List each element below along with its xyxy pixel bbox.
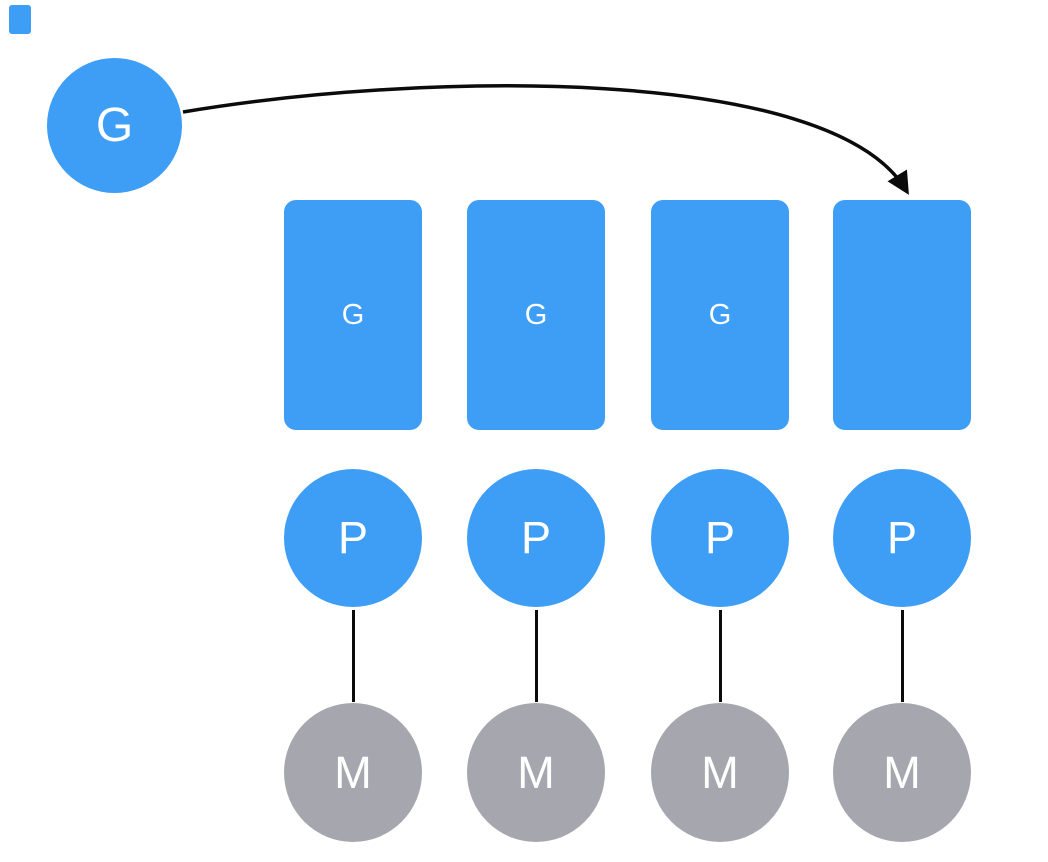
node-p-1: P bbox=[284, 469, 422, 607]
node-p-2-label: P bbox=[520, 512, 551, 563]
node-m-1-label: M bbox=[334, 746, 372, 798]
node-p-1-label: P bbox=[337, 512, 368, 563]
node-p-2: P bbox=[467, 469, 605, 607]
edge-p1-m1 bbox=[351, 610, 355, 702]
node-m-4: M bbox=[833, 703, 971, 842]
node-rect-2-label: G bbox=[524, 298, 548, 331]
edge-p2-m2 bbox=[534, 610, 538, 702]
node-m-2: M bbox=[467, 703, 605, 842]
node-p-4-label: P bbox=[886, 512, 917, 563]
curved-arrow-line bbox=[182, 84, 909, 195]
node-rect-3-label: G bbox=[708, 298, 732, 331]
node-rect-1: G bbox=[284, 200, 422, 430]
node-m-2-label: M bbox=[517, 746, 555, 798]
node-p-3-label: P bbox=[704, 512, 735, 563]
node-rect-3: G bbox=[651, 200, 789, 430]
node-m-3: M bbox=[651, 703, 789, 842]
corner-mark bbox=[9, 5, 31, 34]
node-g-root-label: G bbox=[95, 99, 134, 152]
node-m-3-label: M bbox=[701, 746, 739, 798]
edge-p3-m3 bbox=[718, 610, 722, 702]
node-m-4-label: M bbox=[883, 746, 921, 798]
node-rect-4 bbox=[833, 200, 971, 430]
node-p-3: P bbox=[651, 469, 789, 607]
node-rect-1-label: G bbox=[341, 298, 365, 331]
node-m-1: M bbox=[284, 703, 422, 842]
node-rect-2: G bbox=[467, 200, 605, 430]
edge-p4-m4 bbox=[900, 610, 904, 702]
node-g-root: G bbox=[47, 58, 182, 193]
node-p-4: P bbox=[833, 469, 971, 607]
